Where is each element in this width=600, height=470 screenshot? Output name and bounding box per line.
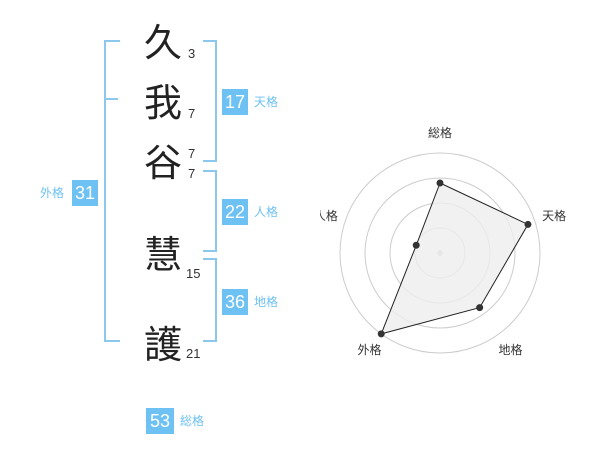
radar-ring <box>339 152 541 354</box>
tenkaku-value: 17 <box>222 89 248 115</box>
radar-axis-label-2: 天格 <box>542 208 566 223</box>
radar-axis-label-5: 人格 <box>320 208 338 223</box>
soukaku-value: 53 <box>146 408 174 434</box>
chikaku-value: 36 <box>222 289 248 315</box>
gaikaku-bracket-tick <box>104 98 118 100</box>
radar-ring <box>364 177 516 329</box>
chikaku-label: 地格 <box>254 295 279 309</box>
radar-axis-label-3: 地格 <box>499 342 523 357</box>
radar-point-2 <box>524 220 532 228</box>
tenkaku-label: 天格 <box>254 95 279 109</box>
stroke-count-1: 3 <box>188 46 196 61</box>
stroke-count-3-given: 7 <box>188 166 196 181</box>
stroke-count-5: 21 <box>186 346 201 361</box>
gaikaku-value: 31 <box>72 180 98 206</box>
tenkaku-bracket <box>203 40 217 162</box>
chikaku-bracket <box>203 258 217 342</box>
name-char-1: 久 <box>144 21 183 65</box>
jinkaku-bracket <box>203 170 217 252</box>
name-char-5: 護 <box>144 323 183 367</box>
gaikaku-label: 外格 <box>40 186 65 200</box>
radar-polygon <box>380 182 529 335</box>
radar-point-3 <box>476 304 484 312</box>
radar-point-1 <box>436 179 444 187</box>
name-char-3: 谷 <box>144 141 183 185</box>
soukaku-label: 総格 <box>180 414 205 428</box>
radar-axis-label-1: 総格 <box>428 125 452 140</box>
jinkaku-value: 22 <box>222 199 248 225</box>
radar-shape <box>380 182 529 335</box>
gaikaku-bracket <box>104 40 120 342</box>
radar-point-4 <box>377 330 385 338</box>
name-char-4: 慧 <box>144 233 183 277</box>
name-char-2: 我 <box>144 81 183 125</box>
radar-axis-label-4: 外格 <box>357 342 381 357</box>
stroke-count-3: 7 <box>188 146 196 161</box>
radar-point-5 <box>412 241 420 249</box>
radar-points <box>377 179 532 338</box>
jinkaku-label: 人格 <box>254 205 279 219</box>
stroke-count-2: 7 <box>188 106 196 121</box>
stroke-count-4: 15 <box>186 266 201 281</box>
